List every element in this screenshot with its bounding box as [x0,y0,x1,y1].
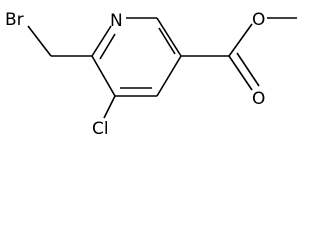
bond-br-ch2 [27,25,52,57]
atom-o-carbonyl-label: O [252,89,265,109]
bond-c-o-ester [228,23,253,57]
bond-c3-c2 [91,55,116,97]
bond-c5-c4 [156,55,182,97]
bond-c2-n-double [99,33,116,60]
bond-c6-c5-double [158,27,176,55]
atom-br-label: Br [5,10,24,30]
atom-labels: Br N Cl O O [5,10,265,139]
structure-diagram: Br N Cl O O [5,10,297,139]
atom-n-label: N [110,11,123,31]
bond-c2-n [91,25,112,57]
atom-cl-label: Cl [92,119,109,139]
bond-c3-cl [103,95,116,119]
bond-c6-c5 [156,17,182,57]
atom-o-ester-label: O [252,10,265,30]
bond-c-o-double-2 [236,52,260,87]
bond-c-o-double-1 [228,55,253,91]
bond-group [27,17,297,119]
